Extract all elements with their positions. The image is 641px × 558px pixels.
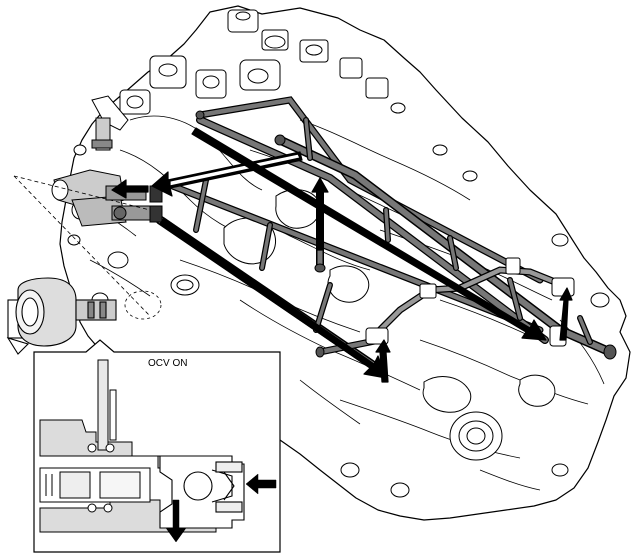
arrow-icon bbox=[245, 473, 277, 495]
arrow-icon bbox=[311, 177, 329, 251]
cylinder-head-bosses bbox=[119, 9, 389, 115]
oil-control-valve bbox=[6, 277, 117, 355]
callout-circle bbox=[124, 290, 162, 320]
arrow-icon bbox=[559, 287, 573, 341]
arrow-icon bbox=[159, 217, 387, 379]
ocv-housing bbox=[51, 95, 163, 227]
callout-lines bbox=[13, 175, 151, 317]
couplings bbox=[365, 257, 575, 347]
inset-title: OCV ON bbox=[148, 358, 187, 369]
arrow-icon bbox=[111, 179, 149, 199]
ocv-inset: OCV ON bbox=[33, 339, 281, 553]
arrow-icon bbox=[165, 499, 187, 543]
ball-icon bbox=[183, 471, 213, 501]
oil-flow-arrows bbox=[111, 127, 573, 383]
arrow-icon bbox=[191, 127, 547, 341]
block-cavities bbox=[67, 102, 610, 498]
arrow-icon bbox=[375, 339, 391, 383]
